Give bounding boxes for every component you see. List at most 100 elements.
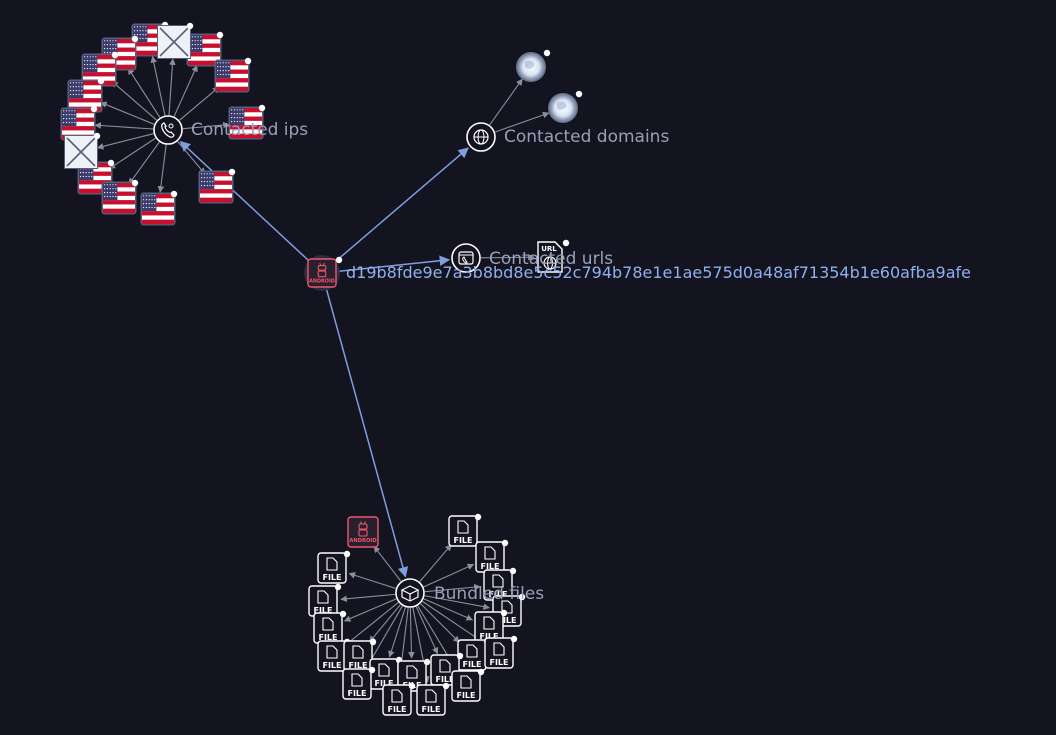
us-flag-icon[interactable]: [140, 190, 178, 226]
edge-ips-1: [127, 67, 161, 118]
relationship-node-ips[interactable]: [153, 115, 183, 145]
edge-bundled-8: [345, 601, 399, 646]
edge-bundled-2: [348, 572, 396, 589]
selection-dot: [170, 190, 178, 198]
relationship-label-domains: Contacted domains: [504, 127, 669, 147]
file-label: FILE: [322, 661, 341, 670]
file-icon[interactable]: FILE: [317, 550, 351, 584]
globe-icon[interactable]: [516, 49, 551, 82]
edge-bundled-9: [420, 603, 460, 643]
file-icon[interactable]: FILE: [308, 583, 342, 617]
selection-dot: [97, 77, 105, 85]
globe-icon[interactable]: [548, 90, 583, 123]
edge-bundled-19: [373, 545, 402, 582]
us-flag-icon[interactable]: [186, 31, 224, 67]
selection-dot: [93, 132, 101, 140]
selection-dot: [216, 31, 224, 39]
android-icon[interactable]: ANDROID: [307, 256, 343, 288]
selection-dot: [334, 583, 342, 591]
edge-ips-6: [128, 141, 160, 185]
us-flag-icon[interactable]: [214, 57, 252, 93]
android-icon[interactable]: ANDROID: [347, 516, 379, 548]
edge-ips-4: [94, 122, 154, 130]
edge-bundled-1: [423, 563, 475, 588]
edge-ips-9: [179, 86, 220, 121]
file-icon[interactable]: FILE: [483, 567, 517, 601]
phone-window-icon: [458, 251, 474, 265]
selection-dot: [111, 51, 119, 59]
edge-main-to-domains: [333, 147, 469, 264]
edge-main-to-urls: [337, 255, 451, 273]
selection-dot: [474, 513, 482, 521]
us-flag-icon[interactable]: [101, 179, 139, 215]
selection-dot: [339, 610, 347, 618]
edge-domains-0: [489, 78, 523, 126]
url-file-icon[interactable]: URL: [537, 239, 570, 273]
relationship-node-bundled[interactable]: [395, 578, 425, 608]
file-label: FILE: [374, 679, 393, 688]
selection-dot: [562, 239, 570, 247]
file-icon[interactable]: FILE: [448, 513, 482, 547]
file-icon[interactable]: FILE: [475, 539, 509, 573]
selection-dot: [543, 49, 551, 57]
file-label: FILE: [480, 562, 499, 571]
selection-dot: [500, 609, 508, 617]
edge-ips-12: [168, 58, 176, 116]
selection-dot: [343, 550, 351, 558]
us-flag-icon[interactable]: [67, 77, 105, 113]
selection-dot: [408, 682, 416, 690]
file-icon[interactable]: FILE: [484, 635, 518, 669]
selection-dot: [501, 539, 509, 547]
edge-bundled-11: [422, 600, 485, 644]
file-icon[interactable]: FILE: [342, 666, 376, 700]
relationship-node-domains[interactable]: [466, 122, 496, 152]
file-label: FILE: [456, 691, 475, 700]
selection-dot: [335, 256, 343, 264]
us-flag-icon[interactable]: [228, 104, 266, 140]
edge-ips-2: [111, 80, 158, 121]
phone-pin-icon: [161, 122, 175, 138]
edge-ips-13: [96, 133, 154, 150]
edge-main-to-ips: [179, 140, 311, 263]
edge-ips-5: [108, 137, 156, 170]
file-label: FILE: [421, 705, 440, 714]
selection-dot: [510, 635, 518, 643]
unknown-ip-icon[interactable]: [157, 22, 194, 59]
selection-dot: [90, 105, 98, 113]
selection-dot: [477, 668, 485, 676]
edge-bundled-10: [369, 604, 401, 643]
android-label: ANDROID: [309, 278, 335, 284]
edge-ips-10: [182, 121, 230, 130]
file-label: FILE: [435, 675, 454, 684]
relationship-node-urls[interactable]: [451, 243, 481, 273]
file-icon[interactable]: FILE: [416, 682, 450, 716]
main-node-label: d19b8fde9e7a3b8bd8e5c52c794b78e1e1ae575d…: [346, 263, 971, 282]
edge-domains-1: [494, 111, 550, 133]
file-label: FILE: [479, 632, 498, 641]
edge-bundled-12: [388, 607, 406, 658]
selection-dot: [368, 666, 376, 674]
unknown-ip-icon[interactable]: [64, 132, 101, 169]
file-icon[interactable]: FILE: [382, 682, 416, 716]
edge-ips-11: [177, 141, 206, 175]
file-icon[interactable]: FILE: [313, 610, 347, 644]
file-icon[interactable]: FILE: [343, 638, 377, 672]
selection-dot: [131, 35, 139, 43]
selection-dot: [369, 638, 377, 646]
edge-bundled-3: [424, 583, 481, 593]
selection-dot: [442, 682, 450, 690]
selection-dot: [228, 168, 236, 176]
file-label: FILE: [497, 616, 516, 625]
edge-bundled-14: [415, 606, 439, 655]
file-label: FILE: [313, 606, 332, 615]
edge-ips-8: [173, 64, 198, 117]
selection-dot: [107, 159, 115, 167]
relationship-label-ips: Contacted ips: [191, 120, 308, 140]
edge-bundled-7: [423, 598, 474, 621]
file-icon[interactable]: FILE: [474, 609, 508, 643]
file-icon[interactable]: FILE: [451, 668, 485, 702]
us-flag-icon[interactable]: [198, 168, 236, 204]
file-label: FILE: [348, 661, 367, 670]
